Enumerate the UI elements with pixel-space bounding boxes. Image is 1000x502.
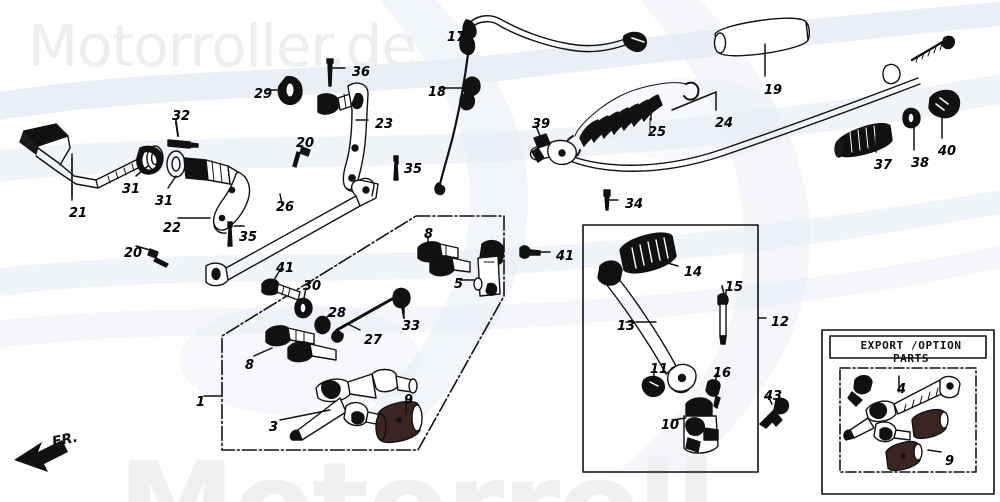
callout-number-41: 41 [276, 261, 295, 276]
export-option-assembly [843, 375, 961, 472]
callout-number-8: 8 [424, 227, 434, 242]
callout-number-28: 28 [328, 306, 347, 321]
callout-number-14: 14 [684, 265, 703, 280]
watermark-bottom: Motorroll [118, 436, 716, 502]
group-box-1-outline [221, 215, 505, 451]
part-3-master-cylinder [289, 368, 418, 441]
callout-number-23: 23 [375, 117, 394, 132]
callout-number-37: 37 [874, 158, 893, 173]
callout-number-35: 35 [239, 230, 258, 245]
watermark-top: Motorroller.de [28, 12, 417, 80]
callout-number-11: 11 [650, 362, 669, 377]
callout-number-31: 31 [155, 194, 174, 209]
callout-number-10: 10 [661, 418, 680, 433]
part-34-bolt [603, 189, 611, 211]
part-19-grip [713, 17, 811, 57]
part-35-cotter-lower [227, 221, 233, 247]
part-26-brake-rod [205, 177, 379, 287]
part-22-brake-arm [183, 157, 251, 234]
callout-number-34: 34 [625, 197, 644, 212]
part-16-bolt [705, 379, 721, 409]
callout-number-35: 35 [404, 162, 423, 177]
part-43-clip [759, 397, 790, 429]
part-24-cable [529, 35, 956, 172]
part-25-spring [563, 81, 700, 159]
callout-number-33: 33 [402, 319, 421, 334]
part-40-fitting [928, 89, 961, 119]
part-31-washers [136, 145, 186, 178]
callout-number-39: 39 [532, 117, 551, 132]
callout-number-25: 25 [648, 125, 667, 140]
callout-number-26: 26 [276, 200, 295, 215]
part-37-grip [834, 122, 893, 158]
callout-number-21: 21 [69, 206, 88, 221]
callout-number-5: 5 [454, 277, 464, 292]
part-38-nut [902, 107, 921, 129]
part-13-kickstarter-arm [597, 260, 697, 394]
callout-number-15: 15 [725, 280, 744, 295]
part-14-kick-rubber [619, 232, 677, 274]
part-35-cotter-upper [393, 155, 399, 181]
callout-number-24: 24 [715, 116, 734, 131]
part-30-washer [294, 297, 313, 319]
callout-number-38: 38 [911, 156, 930, 171]
part-41-bolt-right [519, 245, 541, 259]
part-11-nut [641, 375, 665, 398]
callout-number-3: 3 [269, 420, 279, 435]
part-8-adjuster-lower [265, 325, 337, 363]
callout-number-9: 9 [404, 393, 414, 408]
part-5-bracket [473, 239, 505, 297]
callout-number-16: 16 [713, 366, 732, 381]
export-option-parts-title: EXPORT /OPTION PARTS [860, 339, 962, 365]
callout-number-30: 30 [303, 279, 322, 294]
part-20-pin-lower [147, 248, 169, 268]
callout-number-9: 9 [945, 454, 955, 469]
part-36-bolt [326, 58, 334, 87]
callout-number-43: 43 [764, 389, 783, 404]
part-8-adjuster-upper [417, 241, 471, 277]
callout-number-31: 31 [122, 182, 141, 197]
callout-number-32: 32 [172, 109, 191, 124]
callout-number-40: 40 [938, 144, 957, 159]
callout-number-41: 41 [556, 249, 575, 264]
callout-number-4: 4 [897, 382, 907, 397]
part-39-bracket [531, 133, 551, 163]
callout-number-1: 1 [196, 395, 206, 410]
part-32-pin [167, 121, 199, 149]
callout-number-29: 29 [254, 87, 273, 102]
part-33-nut [392, 287, 411, 319]
part-9-bush [375, 400, 423, 444]
callout-number-20: 20 [296, 136, 315, 151]
callout-number-18: 18 [428, 85, 447, 100]
callout-number-8: 8 [245, 358, 255, 373]
callout-number-17: 17 [447, 30, 466, 45]
group-box-12-outline [582, 224, 759, 473]
part-29-collar [277, 75, 303, 106]
callout-number-27: 27 [364, 333, 383, 348]
callout-number-20: 20 [124, 246, 143, 261]
part-23-shift-arm [317, 82, 369, 192]
callout-number-36: 36 [352, 65, 371, 80]
part-15-bolt [717, 285, 729, 345]
callout-number-19: 19 [764, 83, 783, 98]
callout-number-12: 12 [771, 315, 790, 330]
export-option-box-outline [821, 329, 995, 495]
part-10-bracket [683, 397, 719, 454]
callout-number-13: 13 [617, 319, 636, 334]
part-17-18-cable [434, 15, 647, 196]
callout-number-22: 22 [163, 221, 182, 236]
